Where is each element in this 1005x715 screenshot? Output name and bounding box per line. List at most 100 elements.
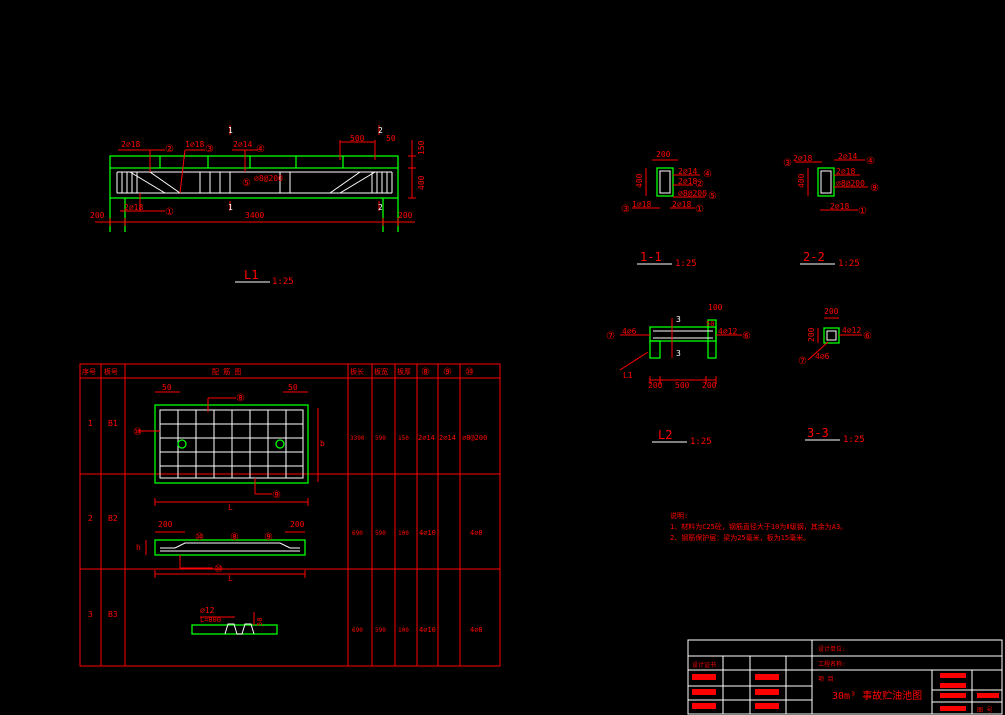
svg-text:1⌀18: 1⌀18 xyxy=(632,200,651,209)
svg-text:⑩: ⑩ xyxy=(133,427,142,438)
notes-line-1: 1、材料为C25砼，钢筋直径大于10为Ⅱ级钢，其余为A3。 xyxy=(670,522,847,531)
svg-text:⑤: ⑤ xyxy=(242,178,251,189)
svg-text:50: 50 xyxy=(162,383,172,392)
svg-text:1:25: 1:25 xyxy=(838,259,860,269)
svg-text:⌀8@200: ⌀8@200 xyxy=(462,434,487,442)
table-row: 2 B2 690 590 100 4⌀10 4⌀8 xyxy=(88,514,483,537)
svg-text:4⌀8: 4⌀8 xyxy=(470,529,483,537)
title-2-2: 2-2 xyxy=(803,250,825,264)
svg-text:590: 590 xyxy=(375,435,386,442)
svg-text:板号: 板号 xyxy=(104,367,118,376)
svg-text:1:25: 1:25 xyxy=(843,435,865,445)
svg-text:2⌀14: 2⌀14 xyxy=(418,434,435,442)
svg-text:100: 100 xyxy=(398,530,409,537)
svg-text:3: 3 xyxy=(676,349,681,358)
svg-text:⑥: ⑥ xyxy=(863,331,872,342)
svg-text:⌀12: ⌀12 xyxy=(200,606,215,615)
svg-text:③: ③ xyxy=(621,204,630,215)
svg-text:板厚: 板厚 xyxy=(397,367,411,376)
beam-l1-elevation: 2⌀18 ② 1⌀18 ③ 2⌀14 ④ ⑤ ⌀8@200 2⌀18 ① 1 1… xyxy=(90,125,426,287)
beam-l2: ⑦ 4⌀6 4⌀12 ⑥ 3 3 100 50 L1 200 500 200 L… xyxy=(606,303,751,447)
svg-text:50: 50 xyxy=(386,134,396,143)
svg-text:690: 690 xyxy=(352,627,363,634)
design-unit: 设计单位: xyxy=(818,645,846,653)
svg-text:200: 200 xyxy=(158,520,173,529)
title-l1: L1 xyxy=(244,268,258,282)
svg-text:500: 500 xyxy=(350,134,365,143)
svg-text:⑩: ⑩ xyxy=(195,532,204,543)
label-r4: 2⌀14 xyxy=(233,140,252,149)
svg-text:3: 3 xyxy=(676,315,681,324)
svg-text:⑩: ⑩ xyxy=(465,367,474,378)
svg-text:①: ① xyxy=(165,207,174,218)
svg-text:⑨: ⑨ xyxy=(272,490,281,501)
svg-text:B1: B1 xyxy=(108,419,118,428)
svg-text:590: 590 xyxy=(375,627,386,634)
svg-text:4⌀10: 4⌀10 xyxy=(419,626,436,634)
svg-text:⑦: ⑦ xyxy=(606,331,615,342)
svg-text:⑨: ⑨ xyxy=(443,367,452,378)
svg-text:b: b xyxy=(320,439,325,448)
svg-text:200: 200 xyxy=(648,381,663,390)
svg-text:1:25: 1:25 xyxy=(272,277,294,287)
svg-text:L=800: L=800 xyxy=(200,616,221,624)
svg-text:200: 200 xyxy=(656,150,671,159)
slab-table: 序号 板号 配 筋 图 板长 板宽 板厚 ⑧ ⑨ ⑩ 1 B1 3390 590… xyxy=(79,363,501,667)
item-label: 项 目 xyxy=(818,676,834,683)
svg-text:2⌀14: 2⌀14 xyxy=(678,167,697,176)
svg-text:④: ④ xyxy=(703,169,712,180)
title-3-3: 3-3 xyxy=(807,426,829,440)
svg-text:配 筋 图: 配 筋 图 xyxy=(212,367,241,376)
svg-text:板宽: 板宽 xyxy=(374,367,388,376)
slab-b2-drawing: 200 200 ⑩ ⑧ ⑨ ⑩ L h xyxy=(136,520,306,583)
svg-text:⑤: ⑤ xyxy=(708,191,717,202)
svg-text:400: 400 xyxy=(635,173,644,188)
svg-text:500: 500 xyxy=(675,381,690,390)
svg-text:200: 200 xyxy=(90,211,105,220)
svg-text:4⌀6: 4⌀6 xyxy=(815,352,830,361)
svg-text:200: 200 xyxy=(290,520,305,529)
svg-text:④: ④ xyxy=(256,144,265,155)
project-name: 工程名称: xyxy=(818,660,846,668)
svg-text:690: 690 xyxy=(352,530,363,537)
svg-text:2⌀14: 2⌀14 xyxy=(439,434,456,442)
svg-text:2⌀18: 2⌀18 xyxy=(678,177,697,186)
svg-text:L: L xyxy=(228,574,233,583)
table-row: 1 B1 3390 590 150 2⌀14 2⌀14 ⌀8@200 xyxy=(88,419,487,442)
title-1-1: 1-1 xyxy=(640,250,662,264)
svg-text:2⌀18: 2⌀18 xyxy=(672,200,691,209)
svg-text:h: h xyxy=(136,543,141,552)
slab-b3-drawing: ⌀12 L=800 50 xyxy=(191,606,278,635)
table-row: 3 B3 690 590 100 4⌀10 4⌀8 xyxy=(88,610,483,634)
svg-text:1: 1 xyxy=(228,203,233,212)
svg-text:4⌀6: 4⌀6 xyxy=(622,327,637,336)
svg-text:1: 1 xyxy=(88,419,93,428)
svg-text:板长: 板长 xyxy=(350,367,364,376)
svg-text:150: 150 xyxy=(398,435,409,442)
drawing-title: 30m³ 事故贮油池图 xyxy=(832,689,922,702)
svg-text:①: ① xyxy=(858,206,867,217)
svg-text:④: ④ xyxy=(866,156,875,167)
notes: 说明: 1、材料为C25砼，钢筋直径大于10为Ⅱ级钢，其余为A3。 2、钢筋保护… xyxy=(670,511,847,542)
svg-text:⑨: ⑨ xyxy=(264,532,273,543)
svg-text:50: 50 xyxy=(288,383,298,392)
svg-text:1:25: 1:25 xyxy=(675,259,697,269)
svg-text:B3: B3 xyxy=(108,610,118,619)
svg-text:3390: 3390 xyxy=(350,435,365,442)
section-2-2: 400 ③ 2⌀18 2⌀14 ④ 2⌀18 ⌀8@200 ⑨ 2⌀18 ① 2… xyxy=(783,152,879,269)
svg-text:100: 100 xyxy=(398,627,409,634)
svg-text:3400: 3400 xyxy=(245,211,264,220)
svg-text:200: 200 xyxy=(824,307,839,316)
svg-text:⑨: ⑨ xyxy=(870,183,879,194)
svg-text:L1: L1 xyxy=(623,371,633,380)
title-block: 设计单位: 工程名称: 项 目 设计证书 30m³ 事故贮油池图 图 号 xyxy=(687,639,1003,715)
slab-b1-drawing: 50 50 ⑧ ⑩ ⑨ L b xyxy=(133,383,325,512)
svg-text:150: 150 xyxy=(417,140,426,155)
designer-label: 设计证书 xyxy=(692,661,716,669)
svg-text:50: 50 xyxy=(706,320,714,328)
svg-text:⌀8@200: ⌀8@200 xyxy=(678,189,707,198)
label-r5: ⌀8@200 xyxy=(254,174,283,183)
svg-text:590: 590 xyxy=(375,530,386,537)
svg-text:⌀8@200: ⌀8@200 xyxy=(836,179,865,188)
